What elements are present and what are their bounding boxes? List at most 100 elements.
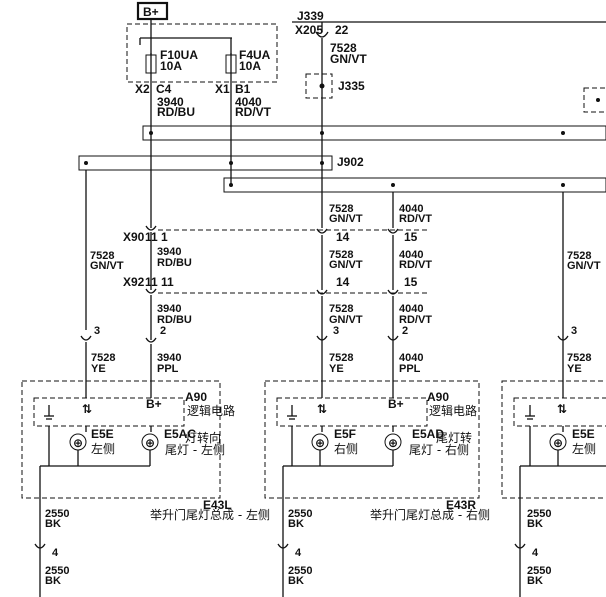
svg-text:逻辑电路: 逻辑电路 (429, 403, 477, 418)
svg-text:4040: 4040 (399, 352, 423, 364)
svg-text:举升门尾灯总成 - 左侧: 举升门尾灯总成 - 左侧 (150, 507, 270, 522)
svg-text:X2: X2 (135, 82, 150, 96)
splice-j335 (305, 73, 333, 99)
busbar-1 (142, 125, 606, 141)
bidir-arrow-icon: ⇅ (557, 402, 567, 416)
module-a90-left (33, 397, 185, 427)
right-stub-outline (583, 87, 606, 113)
svg-text:E5AD: E5AD (412, 427, 444, 441)
svg-text:左侧: 左侧 (572, 441, 596, 456)
svg-text:2550: 2550 (45, 565, 69, 577)
svg-text:PPL: PPL (157, 363, 179, 375)
svg-text:YE: YE (91, 363, 106, 375)
fuse-f4ua-name: F4UA (239, 48, 271, 62)
svg-text:22: 22 (335, 23, 349, 37)
svg-text:⊕: ⊕ (145, 436, 155, 450)
svg-text:3: 3 (94, 325, 100, 337)
svg-text:举升门尾灯总成 - 右侧: 举升门尾灯总成 - 右侧 (370, 507, 490, 522)
svg-text:15: 15 (404, 275, 418, 289)
svg-text:3940: 3940 (157, 303, 181, 315)
svg-text:GN/VT: GN/VT (329, 259, 363, 271)
svg-text:GN/VT: GN/VT (329, 213, 363, 225)
svg-text:RD/BU: RD/BU (157, 105, 195, 119)
svg-text:A90: A90 (427, 390, 449, 404)
svg-text:BK: BK (288, 518, 304, 530)
svg-text:3940: 3940 (157, 95, 184, 109)
svg-text:J335: J335 (338, 79, 365, 93)
busbar-j902 (78, 155, 333, 171)
svg-text:7528: 7528 (567, 250, 591, 262)
fuse-f4ua-rating: 10A (239, 59, 261, 73)
svg-text:E5F: E5F (334, 427, 356, 441)
svg-text:15: 15 (404, 230, 418, 244)
svg-text:11 1: 11 1 (145, 230, 168, 244)
svg-text:7528: 7528 (567, 352, 591, 364)
svg-text:X205: X205 (295, 23, 323, 37)
svg-text:3: 3 (333, 325, 339, 337)
svg-text:3940: 3940 (157, 246, 181, 258)
power-source-label: B+ (143, 5, 159, 19)
svg-text:E5E: E5E (572, 427, 595, 441)
svg-text:灯转向: 灯转向 (185, 430, 221, 445)
svg-text:E43R: E43R (446, 498, 476, 512)
svg-text:A90: A90 (185, 390, 207, 404)
svg-text:GN/VT: GN/VT (329, 314, 363, 326)
splice-j902-label: J902 (337, 155, 364, 169)
module-e43l: B+ A90 逻辑电路 ⇅ ⊕ ⊕ E5E 左侧 E5AC 灯转向 尾灯 - 左… (21, 380, 270, 522)
svg-text:BK: BK (527, 518, 543, 530)
svg-text:YE: YE (567, 363, 582, 375)
svg-text:2550: 2550 (288, 565, 312, 577)
svg-text:4040: 4040 (399, 303, 423, 315)
svg-text:RD/VT: RD/VT (399, 259, 432, 271)
module-partial-outline (501, 380, 606, 499)
svg-text:RD/VT: RD/VT (399, 213, 432, 225)
module-e43r: B+ A90 逻辑电路 ⇅ ⊕ ⊕ E5F 右侧 E5AD 尾灯转 尾灯 - 右… (264, 380, 490, 522)
svg-text:E5E: E5E (91, 427, 114, 441)
svg-text:BK: BK (45, 575, 61, 587)
svg-text:⊕: ⊕ (73, 436, 83, 450)
svg-text:2550: 2550 (288, 508, 312, 520)
svg-text:RD/VT: RD/VT (399, 314, 432, 326)
svg-text:7528: 7528 (329, 352, 353, 364)
svg-text:右侧: 右侧 (334, 441, 358, 456)
svg-text:14: 14 (336, 230, 350, 244)
svg-text:2: 2 (402, 325, 408, 337)
svg-text:4040: 4040 (399, 249, 423, 261)
svg-text:B+: B+ (146, 397, 162, 411)
svg-text:2550: 2550 (45, 508, 69, 520)
svg-text:GN/VT: GN/VT (330, 52, 367, 66)
svg-text:2: 2 (160, 325, 166, 337)
module-e43r-outline (264, 380, 480, 499)
svg-text:PPL: PPL (399, 363, 421, 375)
svg-text:尾灯 - 右侧: 尾灯 - 右侧 (409, 442, 469, 457)
svg-text:J339: J339 (297, 9, 324, 23)
svg-text:RD/BU: RD/BU (157, 314, 192, 326)
svg-text:左侧: 左侧 (91, 441, 115, 456)
module-e43l-outline (21, 380, 221, 499)
svg-text:3940: 3940 (157, 352, 181, 364)
module-partial-right: ⇅ ⊕ E5E 左侧 (501, 380, 606, 499)
svg-text:7528: 7528 (329, 249, 353, 261)
fuse-f10ua-rating: 10A (160, 59, 182, 73)
svg-text:逻辑电路: 逻辑电路 (187, 403, 235, 418)
svg-text:4040: 4040 (399, 203, 423, 215)
svg-text:4: 4 (532, 547, 539, 559)
svg-text:B+: B+ (388, 397, 404, 411)
svg-text:GN/VT: GN/VT (90, 260, 124, 272)
busbar-3 (223, 177, 606, 193)
svg-text:⊕: ⊕ (315, 436, 325, 450)
svg-text:E43L: E43L (203, 498, 232, 512)
svg-text:E5AC: E5AC (164, 427, 196, 441)
power-source-box (136, 1, 169, 21)
fuse-block-outline (126, 23, 278, 83)
svg-text:3: 3 (571, 325, 577, 337)
svg-text:YE: YE (329, 363, 344, 375)
svg-text:⊕: ⊕ (388, 436, 398, 450)
svg-text:尾灯转: 尾灯转 (436, 430, 472, 445)
svg-text:X90: X90 (123, 230, 145, 244)
module-a90-right (276, 397, 428, 427)
bidir-arrow-icon: ⇅ (82, 402, 92, 416)
fuse-f10ua-name: F10UA (160, 48, 198, 62)
